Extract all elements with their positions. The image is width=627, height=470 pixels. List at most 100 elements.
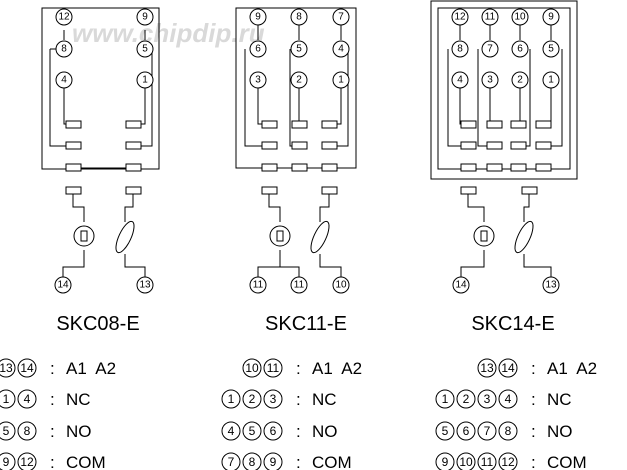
legend-pin-5: 5 — [0, 421, 16, 441]
legend-pin-5: 5 — [435, 421, 455, 441]
legend-pin-2: 2 — [242, 389, 262, 409]
legend-pin-4: 4 — [221, 421, 241, 441]
svg-text:5: 5 — [548, 44, 554, 55]
svg-text:14: 14 — [455, 280, 467, 291]
skc11e-pin-1: 1 — [332, 71, 350, 89]
legend-separator: : — [296, 359, 301, 378]
svg-text:11: 11 — [253, 280, 264, 291]
svg-text:7: 7 — [484, 424, 491, 438]
legend-pin-4: 4 — [498, 389, 518, 409]
svg-text:14: 14 — [501, 361, 515, 375]
legend-pin-1: 1 — [435, 389, 455, 409]
skc14e-pin-5: 5 — [542, 40, 560, 58]
svg-text:7: 7 — [338, 12, 344, 23]
skc14e-pin-1: 1 — [542, 71, 560, 89]
legend-pin-7: 7 — [477, 421, 497, 441]
svg-text:3: 3 — [255, 75, 261, 86]
svg-text:13: 13 — [0, 361, 13, 375]
svg-text:8: 8 — [296, 12, 302, 23]
legend-pin-8: 8 — [17, 421, 37, 441]
skc14e-pin-11: 11 — [481, 8, 499, 26]
legend-separator: : — [531, 359, 536, 378]
legend-function-label: NO — [66, 422, 92, 441]
skc08e-pin-12: 12 — [55, 8, 73, 26]
legend-pin-11: 11 — [477, 452, 497, 470]
legend-pin-5: 5 — [242, 421, 262, 441]
legend-pin-1: 1 — [0, 389, 16, 409]
skc14e-pin-6: 6 — [511, 40, 529, 58]
svg-text:6: 6 — [270, 424, 277, 438]
skc08e-pin-1: 1 — [136, 71, 154, 89]
skc08e-pin-4: 4 — [55, 71, 73, 89]
skc11e-coil-icon — [269, 225, 291, 247]
legend-pin-4: 4 — [17, 389, 37, 409]
svg-text:12: 12 — [501, 455, 515, 469]
skc14e-coil-icon — [473, 225, 495, 247]
svg-text:2: 2 — [249, 392, 256, 406]
legend-pin-8: 8 — [242, 452, 262, 470]
watermark: www.chipdip.ru — [72, 18, 265, 48]
legend-separator: : — [50, 359, 55, 378]
legend-pin-13: 13 — [477, 358, 497, 378]
svg-text:4: 4 — [505, 392, 512, 406]
skc11e-pin-6: 6 — [249, 40, 267, 58]
legend-function-label: COM — [547, 453, 587, 470]
legend-separator: : — [531, 390, 536, 409]
svg-text:6: 6 — [255, 44, 261, 55]
svg-text:7: 7 — [487, 44, 493, 55]
skc08e-pin-13: 13 — [136, 276, 154, 294]
skc14e-pin-2: 2 — [511, 71, 529, 89]
svg-text:9: 9 — [442, 455, 449, 469]
svg-text:10: 10 — [459, 455, 473, 469]
svg-text:1: 1 — [142, 75, 148, 86]
skc14e-pin-13: 13 — [542, 276, 560, 294]
skc11e-title: SKC11-E — [265, 313, 347, 335]
legend-pin-3: 3 — [477, 389, 497, 409]
svg-text:1: 1 — [3, 392, 10, 406]
skc14e-pin-3: 3 — [481, 71, 499, 89]
legend-separator: : — [296, 390, 301, 409]
svg-text:1: 1 — [442, 392, 449, 406]
legend-pin-9: 9 — [263, 452, 283, 470]
skc11e-pin-8: 8 — [290, 8, 308, 26]
skc14e-pin-12: 12 — [451, 8, 469, 26]
legend-function-label: A1 A2 — [66, 359, 116, 378]
svg-text:5: 5 — [3, 424, 10, 438]
svg-text:1: 1 — [338, 75, 344, 86]
svg-text:4: 4 — [228, 424, 235, 438]
svg-text:5: 5 — [296, 44, 302, 55]
svg-text:14: 14 — [57, 280, 69, 291]
svg-text:9: 9 — [142, 12, 148, 23]
svg-text:12: 12 — [20, 455, 34, 469]
skc14e-outer-frame — [430, 0, 578, 180]
skc11e-pin-11a: 11 — [249, 276, 267, 294]
svg-text:2: 2 — [296, 75, 302, 86]
legend-pin-11: 11 — [263, 358, 283, 378]
diagram-skc11e: 9 8 7 6 5 4 3 2 1 11 11 10 SKC11-E — [235, 7, 357, 335]
svg-text:10: 10 — [335, 280, 347, 291]
svg-text:4: 4 — [24, 392, 31, 406]
svg-text:2: 2 — [463, 392, 470, 406]
legend-pin-3: 3 — [263, 389, 283, 409]
svg-text:5: 5 — [249, 424, 256, 438]
svg-text:13: 13 — [139, 280, 151, 291]
svg-text:8: 8 — [24, 424, 31, 438]
legend-function-label: A1 A2 — [312, 359, 362, 378]
skc14e-pin-7: 7 — [481, 40, 499, 58]
legend-pin-7: 7 — [221, 452, 241, 470]
skc11e-pin-7: 7 — [332, 8, 350, 26]
svg-text:12: 12 — [58, 12, 70, 23]
svg-text:4: 4 — [61, 75, 67, 86]
skc08e-coil-out — [62, 250, 146, 278]
skc08e-pin-14: 14 — [54, 276, 72, 294]
skc14e-pin-8: 8 — [451, 40, 469, 58]
svg-text:6: 6 — [463, 424, 470, 438]
legend-pin-9: 9 — [435, 452, 455, 470]
legend-pin-10: 10 — [456, 452, 476, 470]
legend-separator: : — [50, 422, 55, 441]
svg-text:9: 9 — [3, 455, 10, 469]
skc14e-inner-frame — [437, 7, 571, 170]
skc11e-frame — [235, 7, 357, 169]
svg-text:13: 13 — [545, 280, 557, 291]
